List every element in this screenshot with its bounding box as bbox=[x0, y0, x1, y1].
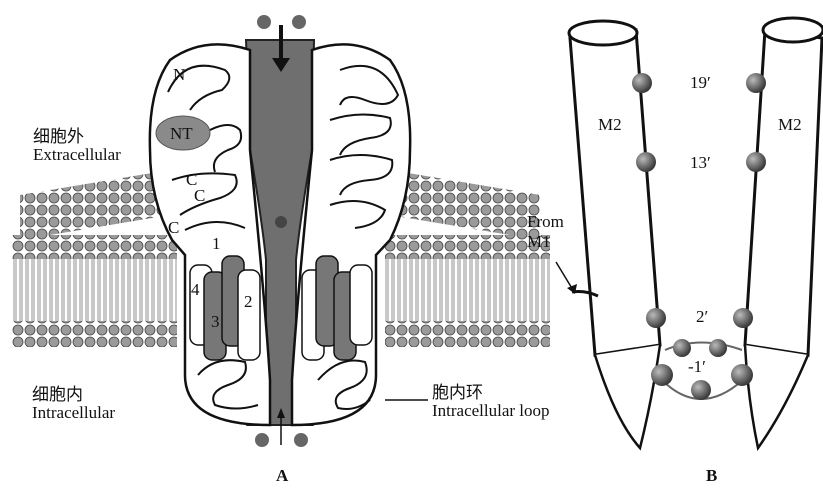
helix-4-label: 4 bbox=[191, 280, 200, 300]
m1-label: M1 bbox=[527, 232, 551, 252]
helix-3-label: 3 bbox=[211, 312, 220, 332]
position-2-label: 2′ bbox=[696, 307, 708, 327]
nt-label: NT bbox=[170, 124, 193, 144]
position-minus1-label: -1′ bbox=[688, 357, 706, 377]
right-helices bbox=[302, 256, 372, 360]
panel-a-label: A bbox=[276, 466, 288, 486]
helix-1-label: 1 bbox=[212, 234, 221, 254]
extracellular-en-label: Extracellular bbox=[33, 145, 121, 165]
m2-left-label: M2 bbox=[598, 115, 622, 135]
intracellular-en-label: Intracellular bbox=[32, 403, 115, 423]
intracellular-loop-en-label: Intracellular loop bbox=[432, 401, 550, 421]
c-label: C bbox=[194, 186, 205, 206]
panel-b-label: B bbox=[706, 466, 717, 486]
extracellular-cn-label: 细胞外 bbox=[33, 122, 84, 147]
position-13-label: 13′ bbox=[690, 153, 711, 173]
n-terminus-label: N bbox=[173, 65, 185, 85]
intracellular-cn-label: 细胞内 bbox=[32, 380, 83, 405]
position-19-label: 19′ bbox=[690, 73, 711, 93]
m2-right-label: M2 bbox=[778, 115, 802, 135]
helix-2-label: 2 bbox=[244, 292, 253, 312]
from-label: From bbox=[527, 212, 564, 232]
intracellular-loop-cn-label: 胞内环 bbox=[432, 378, 483, 403]
c-label: C bbox=[168, 218, 179, 238]
